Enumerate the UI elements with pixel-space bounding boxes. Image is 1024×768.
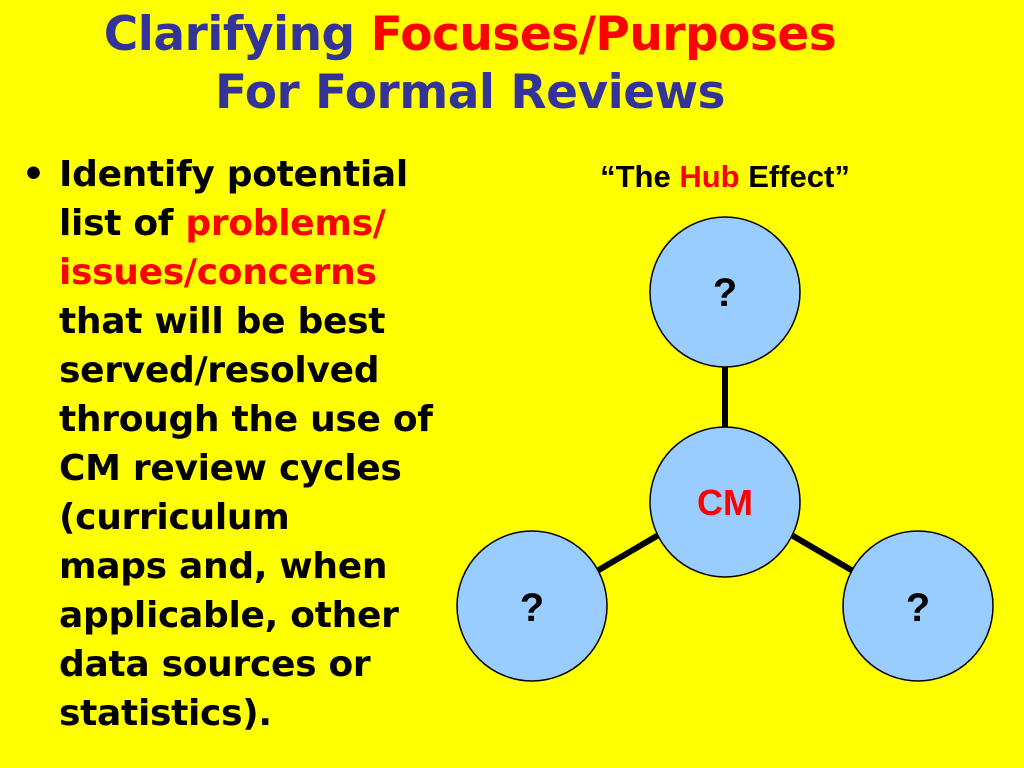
top-node-label: ? [713, 271, 737, 315]
hub-label-accent: Hub [679, 159, 740, 194]
bullet-line: issues/concerns [59, 252, 377, 293]
left-node-circle [456, 530, 608, 682]
left-node: ? [456, 530, 608, 682]
bullet-line: applicable, other [59, 595, 399, 636]
title-part-1: Clarifying [103, 7, 371, 62]
title-line-1: Clarifying Focuses/Purposes [0, 6, 940, 64]
top-node: ? [649, 216, 801, 368]
left-node-label: ? [520, 586, 544, 630]
title-line-2: For Formal Reviews [215, 65, 725, 120]
bullet-line: CM review cycles [59, 448, 402, 489]
bullet-line-part: list of [59, 203, 186, 244]
bullet-line: through the use of [59, 399, 433, 440]
right-node-label: ? [906, 586, 930, 630]
bullet-text: Identify potential list of problems/ iss… [59, 150, 499, 738]
title-accent: Focuses/Purposes [370, 7, 837, 62]
hub-label-open: “The [600, 159, 680, 194]
hub-node-label: CM [697, 482, 753, 523]
bullet-line: (curriculum [59, 497, 290, 538]
bullet-line: served/resolved [59, 350, 380, 391]
bullet-line: statistics). [59, 693, 272, 734]
top-node-circle [649, 216, 801, 368]
bullet-line: that will be best [59, 301, 386, 342]
connector-right [786, 530, 855, 574]
right-node: ? [842, 530, 994, 682]
bullet-marker: • [22, 154, 46, 195]
hub-effect-label: “The Hub Effect” [520, 157, 930, 197]
bullet-line: list of problems/ [59, 199, 499, 248]
bullet-line: Identify potential [59, 154, 408, 195]
slide-title: Clarifying Focuses/Purposes For Formal R… [0, 6, 940, 122]
hub-label-close: Effect” [739, 159, 850, 194]
bullet-line-accent: problems/ [185, 203, 386, 244]
hub-node-circle [649, 426, 801, 578]
bullet-line: maps and, when [59, 546, 388, 587]
connector-left [595, 530, 664, 574]
right-node-circle [842, 530, 994, 682]
bullet-line: data sources or [59, 644, 371, 685]
hub-node: CM [649, 426, 801, 578]
